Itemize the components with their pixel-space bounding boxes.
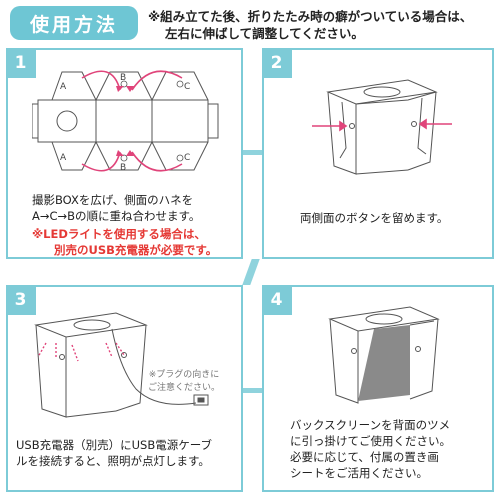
adjustment-note: ※組み立てた後、折りたたみ時の癖がついている場合は、 左右に伸ばして調整してくだ… <box>148 8 498 42</box>
backscreen-illustration <box>328 306 440 404</box>
fold-label-c-bottom: C <box>184 153 190 163</box>
fold-label-a-bottom: A <box>60 153 67 163</box>
step-3-caption-line-2: ルを接続すると、照明が点灯します。 <box>16 454 210 468</box>
step-1-caption-line-1: 撮影BOXを広げ、側面のハネを <box>32 193 194 207</box>
fold-label-a-top: A <box>60 82 67 92</box>
plug-note-line-1: ※プラグの向きに <box>148 370 220 380</box>
connector-vertical <box>242 259 260 285</box>
connector-horizontal-2 <box>243 388 262 393</box>
note-line-2: 左右に伸ばして調整してください。 <box>165 26 364 41</box>
connector-horizontal <box>243 150 262 155</box>
plug-orientation-note: ※プラグの向きに ご注意ください。 <box>148 369 220 395</box>
fold-label-c-top: C <box>184 82 190 92</box>
step-number: 1 <box>5 47 36 78</box>
step-number: 3 <box>5 284 36 315</box>
step-1-warning: ※LEDライトを使用する場合は、 別売のUSB充電器が必要です。 <box>32 226 217 258</box>
usb-light-illustration <box>34 312 209 418</box>
box-buttons-illustration <box>312 79 452 175</box>
step-4-caption-line-3: 必要に応じて、付属の置き画 <box>290 450 439 464</box>
step-2-panel: 2 両側面のボタンを留めます。 <box>261 47 494 259</box>
fold-label-b-bottom: B <box>120 163 126 173</box>
step-4-panel: 4 バックスクリーンを背面のツメ に引っ掛けてご使用ください。 必要に応じて、付… <box>261 284 494 492</box>
step-1-warning-line-2: 別売のUSB充電器が必要です。 <box>54 243 218 257</box>
step-1-warning-line-1: ※LEDライトを使用する場合は、 <box>32 227 206 241</box>
page-title: 使用方法 <box>10 6 138 40</box>
step-1-caption: 撮影BOXを広げ、側面のハネを A→C→Bの順に重ね合わせます。 <box>32 192 200 224</box>
step-3-panel: 3 ※プラグの向きに ご注意ください。 USB充電器（別売）にUSB電源ケーブ … <box>5 284 243 492</box>
step-3-caption: USB充電器（別売）にUSB電源ケーブ ルを接続すると、照明が点灯します。 <box>16 437 212 469</box>
note-line-1: ※組み立てた後、折りたたみ時の癖がついている場合は、 <box>148 9 473 24</box>
step-4-caption-line-1: バックスクリーンを背面のツメ <box>290 418 451 432</box>
unfolded-box-illustration: A B C A B C <box>32 70 219 173</box>
step-1-panel: 1 <box>5 47 243 259</box>
backscreen <box>358 325 410 401</box>
step-number: 4 <box>261 284 292 315</box>
step-3-caption-line-1: USB充電器（別売）にUSB電源ケーブ <box>16 438 213 452</box>
step-4-caption-line-4: シートをご活用ください。 <box>290 466 428 480</box>
step-number: 2 <box>261 47 292 78</box>
step-4-caption: バックスクリーンを背面のツメ に引っ掛けてご使用ください。 必要に応じて、付属の… <box>290 417 451 481</box>
fold-label-b-top: B <box>120 73 126 83</box>
step-1-caption-line-2: A→C→Bの順に重ね合わせます。 <box>32 209 201 223</box>
step-2-caption: 両側面のボタンを留めます。 <box>300 211 449 225</box>
plug-note-line-2: ご注意ください。 <box>148 383 221 393</box>
step-4-caption-line-2: に引っ掛けてご使用ください。 <box>290 434 451 448</box>
